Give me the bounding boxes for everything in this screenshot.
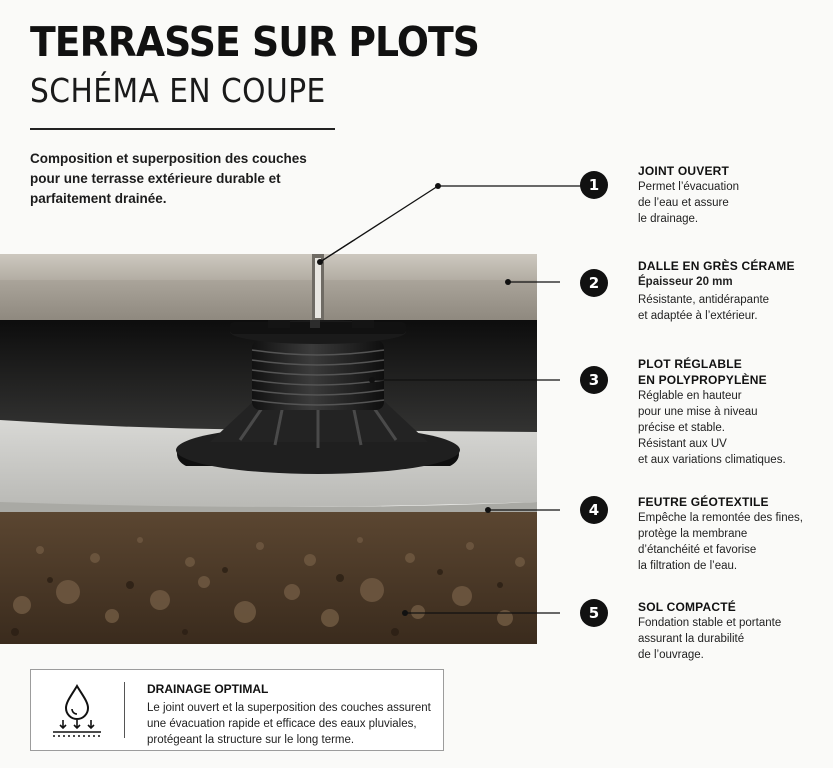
cross-section-illustration [0, 240, 560, 644]
badge-3: 3 [580, 366, 608, 394]
leader-line-1-diagonal [319, 185, 439, 263]
annotation-title: DALLE EN GRÈS CÉRAME [638, 259, 795, 273]
title-divider [30, 128, 335, 130]
annotation-sol: SOL COMPACTÉ Fondation stable et portant… [638, 599, 828, 663]
box-divider [124, 682, 125, 738]
soil-texture [13, 537, 525, 627]
drainage-icon [53, 684, 101, 737]
annotation-title: SOL COMPACTÉ [638, 600, 736, 614]
badge-2: 2 [580, 269, 608, 297]
drainage-text: Le joint ouvert et la superposition des … [147, 702, 431, 746]
badge-4: 4 [580, 496, 608, 524]
annotation-title: FEUTRE GÉOTEXTILE [638, 495, 769, 509]
annotation-dalle: DALLE EN GRÈS CÉRAME Épaisseur 20 mm Rés… [638, 258, 828, 324]
tile-slab-right [324, 254, 537, 320]
tile-slab-left [0, 254, 312, 320]
annotation-plot: PLOT RÉGLABLE EN POLYPROPYLÈNE Réglable … [638, 356, 828, 468]
annotation-joint-ouvert: JOINT OUVERT Permet l’évacuation de l’ea… [638, 163, 828, 227]
annotation-title: JOINT OUVERT [638, 164, 730, 178]
annotation-feutre: FEUTRE GÉOTEXTILE Empêche la remontée de… [638, 494, 828, 574]
page-title: TERRASSE SUR PLOTS [30, 18, 480, 66]
badge-5: 5 [580, 599, 608, 627]
drainage-title: DRAINAGE OPTIMAL [147, 682, 269, 696]
intro-text: Composition et superposition des couches… [30, 151, 307, 206]
drainage-info-box: DRAINAGE OPTIMAL Le joint ouvert et la s… [30, 669, 444, 751]
page-subtitle: SCHÉMA EN COUPE [30, 71, 326, 110]
badge-1: 1 [580, 171, 608, 199]
annotation-subtitle: Épaisseur 20 mm [638, 276, 733, 288]
annotation-title: PLOT RÉGLABLE EN POLYPROPYLÈNE [638, 357, 767, 387]
soil-layer [0, 512, 537, 644]
pedestal [176, 298, 460, 474]
